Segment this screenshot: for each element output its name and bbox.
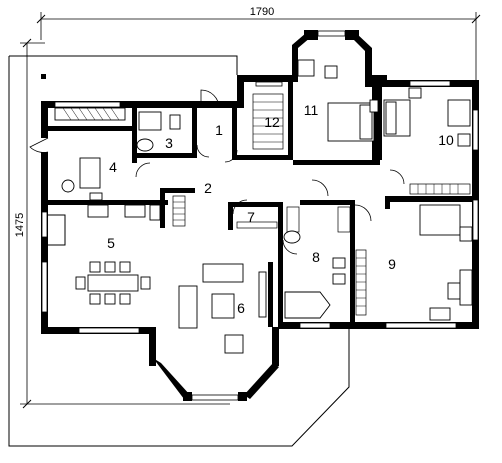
room-number-10: 10 bbox=[438, 132, 454, 148]
site-marker bbox=[41, 74, 46, 79]
dimension-height bbox=[20, 38, 230, 409]
room-number-6: 6 bbox=[237, 300, 245, 316]
bedroom-10-furniture bbox=[383, 87, 471, 147]
room-number-3: 3 bbox=[165, 135, 173, 151]
room-number-8: 8 bbox=[312, 249, 320, 265]
room-number-9: 9 bbox=[388, 256, 396, 272]
dimension-height-label: 1475 bbox=[14, 213, 26, 237]
bedroom-11-furniture bbox=[297, 59, 379, 142]
kitchen-counter bbox=[54, 107, 161, 221]
room-number-11: 11 bbox=[304, 102, 319, 118]
closets bbox=[172, 93, 471, 316]
windows bbox=[41, 30, 479, 401]
dining-set bbox=[48, 214, 151, 305]
room-number-12: 12 bbox=[264, 114, 280, 130]
room-number-1: 1 bbox=[215, 122, 223, 138]
dimension-width-label: 1790 bbox=[250, 6, 274, 18]
living-set bbox=[178, 263, 267, 354]
room-number-4: 4 bbox=[109, 159, 117, 175]
site-boundary bbox=[8, 55, 350, 447]
room-number-5: 5 bbox=[107, 235, 115, 251]
interior-walls bbox=[48, 82, 472, 327]
room-number-7: 7 bbox=[247, 209, 255, 225]
bathroom-3-fixtures bbox=[136, 111, 181, 152]
bathroom-8-fixtures bbox=[283, 230, 346, 319]
room-number-2: 2 bbox=[204, 180, 212, 196]
doors bbox=[29, 89, 405, 255]
dimension-width bbox=[36, 12, 481, 80]
bedroom-9-furniture bbox=[419, 204, 473, 321]
